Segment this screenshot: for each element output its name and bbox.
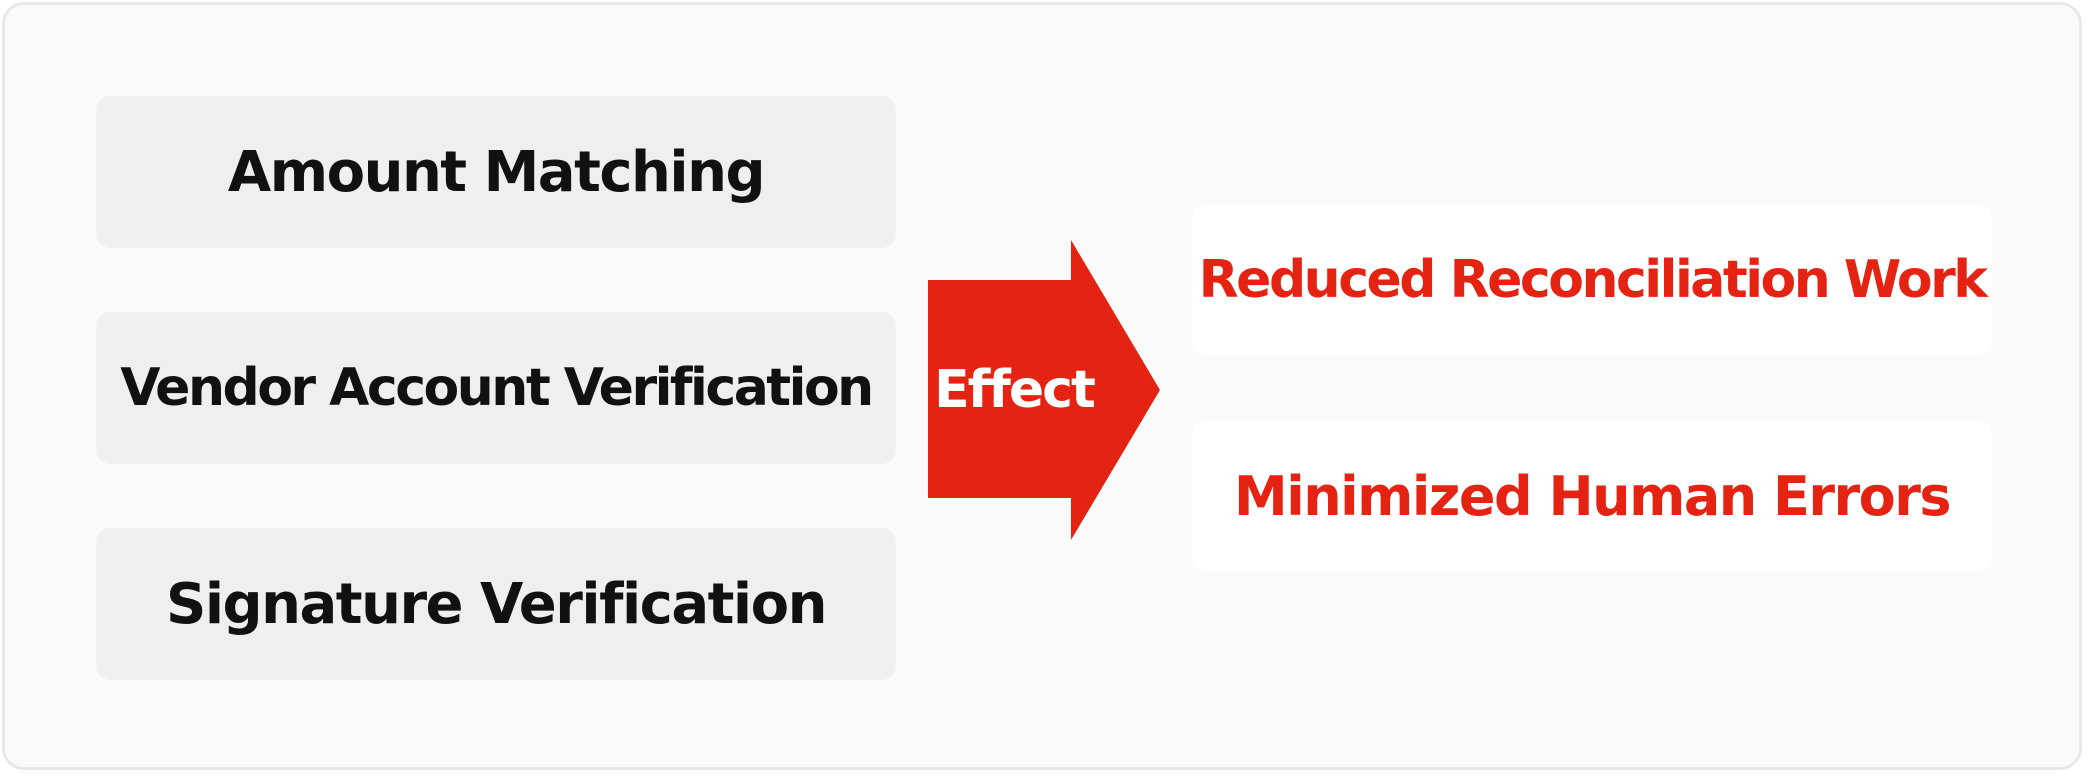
effect-label: Reduced Reconciliation Work xyxy=(1198,250,1988,310)
input-label: Signature Verification xyxy=(166,571,827,637)
effect-arrow-icon xyxy=(928,240,1160,540)
input-box-amount-matching: Amount Matching xyxy=(96,96,896,248)
arrow-shape xyxy=(928,240,1160,540)
effect-box-minimized-human-errors: Minimized Human Errors xyxy=(1192,420,1992,572)
input-box-vendor-account-verification: Vendor Account Verification xyxy=(96,312,896,464)
effect-label: Minimized Human Errors xyxy=(1233,464,1952,528)
arrow-label-text: Effect xyxy=(934,360,1096,420)
arrow-label: Effect xyxy=(928,350,1100,430)
input-label: Vendor Account Verification xyxy=(120,358,874,418)
input-box-signature-verification: Signature Verification xyxy=(96,528,896,680)
input-label: Amount Matching xyxy=(227,139,766,205)
effect-box-reduced-reconciliation-work: Reduced Reconciliation Work xyxy=(1192,204,1992,356)
